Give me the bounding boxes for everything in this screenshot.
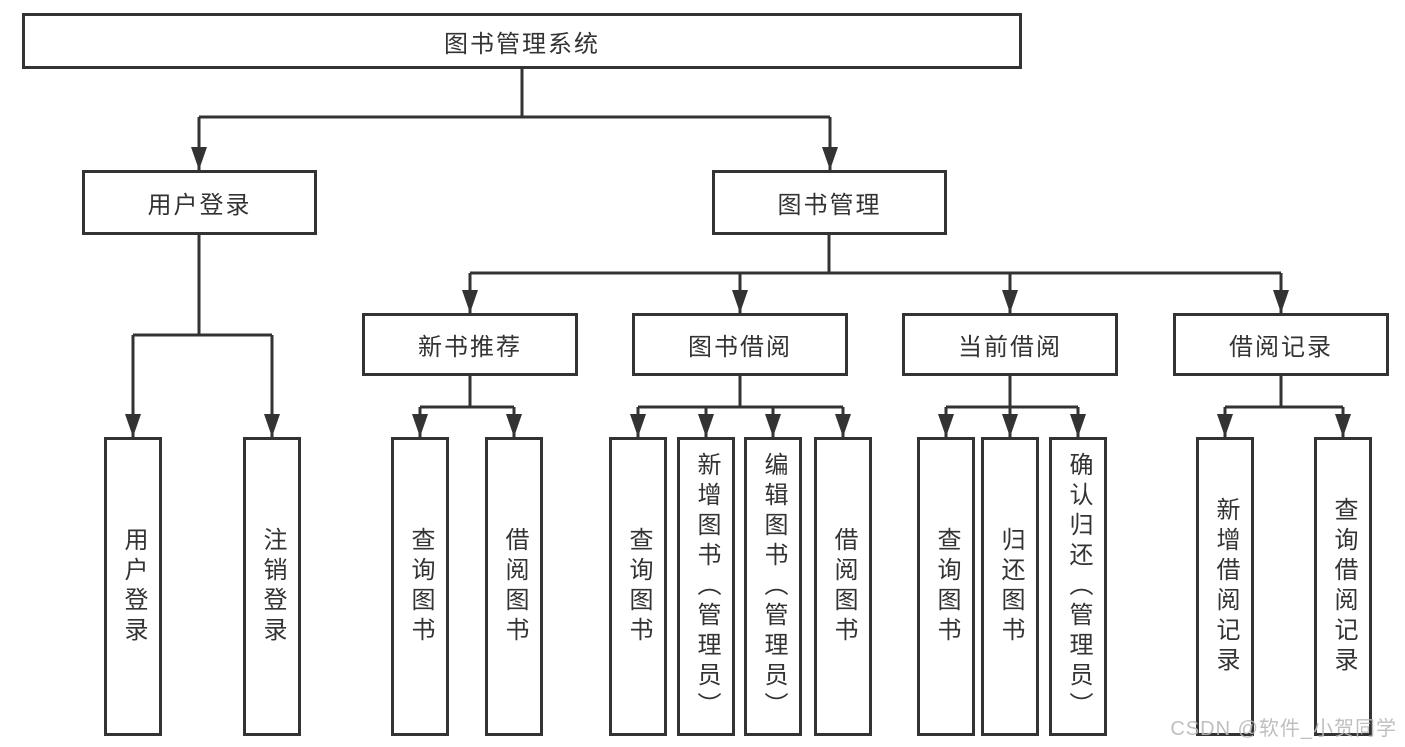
- leaf-rec-query-book: 查询图书: [391, 437, 449, 736]
- node-book-management: 图书管理: [712, 170, 947, 235]
- leaf-borrow-query-book: 查询图书: [609, 437, 667, 736]
- leaf-borrow-edit-book-admin: 编辑图书（管理员）: [744, 437, 802, 736]
- node-current-borrow: 当前借阅: [902, 313, 1118, 376]
- leaf-current-return-book: 归还图书: [981, 437, 1039, 736]
- leaf-rec-borrow-book: 借阅图书: [485, 437, 543, 736]
- leaf-borrow-add-book-admin: 新增图书（管理员）: [677, 437, 735, 736]
- leaf-records-query-record: 查询借阅记录: [1314, 437, 1372, 736]
- node-borrow-records: 借阅记录: [1173, 313, 1389, 376]
- leaf-current-query-book: 查询图书: [917, 437, 975, 736]
- csdn-watermark: CSDN @软件_小贺同学: [1170, 718, 1397, 740]
- leaf-user-login: 用户登录: [104, 437, 162, 736]
- leaf-current-confirm-return-admin: 确认归还（管理员）: [1049, 437, 1107, 736]
- leaf-borrow-borrow-book: 借阅图书: [814, 437, 872, 736]
- leaf-records-add-record: 新增借阅记录: [1196, 437, 1254, 736]
- leaf-logout: 注销登录: [243, 437, 301, 736]
- node-root-system: 图书管理系统: [22, 13, 1022, 69]
- node-book-borrow: 图书借阅: [632, 313, 848, 376]
- node-user-login: 用户登录: [82, 170, 317, 235]
- node-new-book-recommend: 新书推荐: [362, 313, 578, 376]
